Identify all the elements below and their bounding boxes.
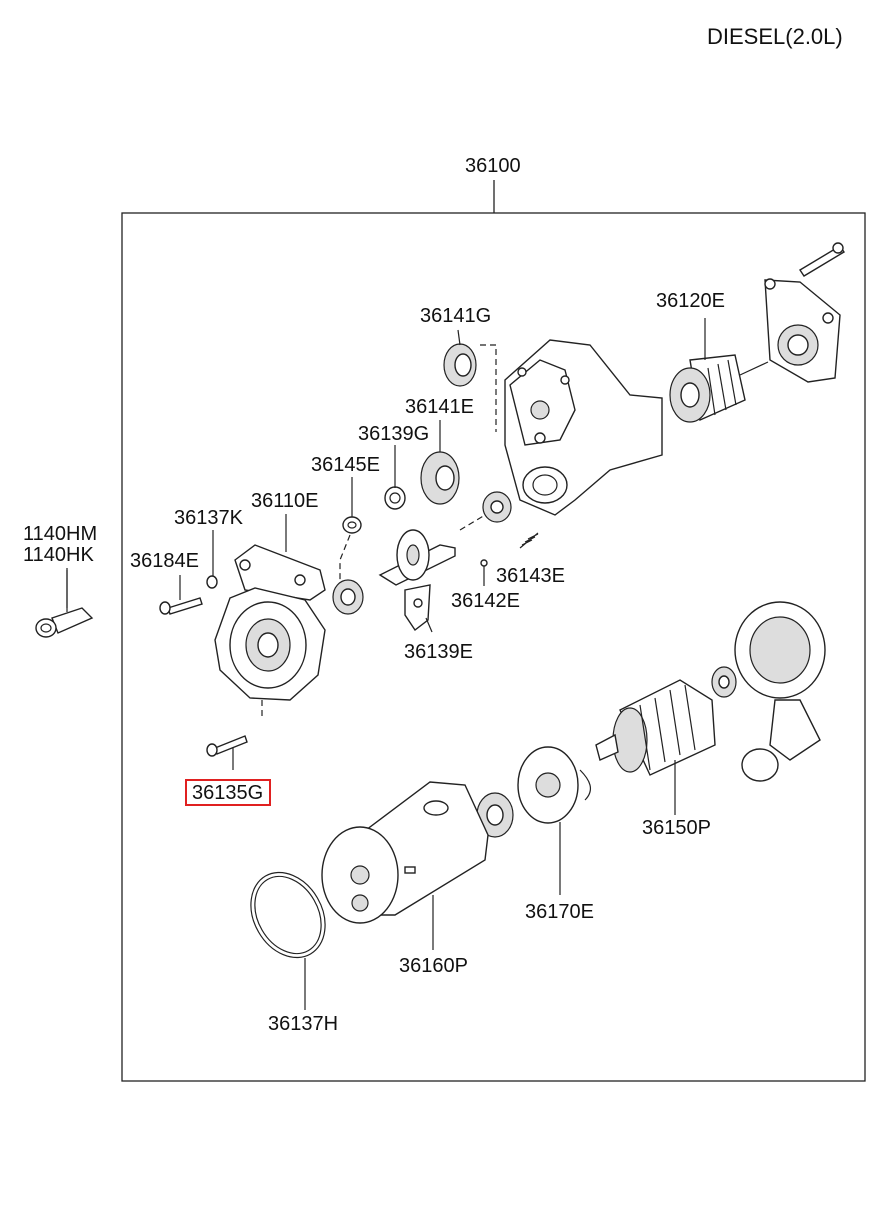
part-label-36137K[interactable]: 36137K xyxy=(174,507,243,529)
rear-bracket-drawing xyxy=(764,242,845,383)
bearing-upper-drawing xyxy=(459,491,512,531)
part-36150P-drawing xyxy=(595,666,737,776)
part-label-36160P[interactable]: 36160P xyxy=(399,955,468,977)
part-36143E-drawing xyxy=(480,532,539,567)
part-label-36143E[interactable]: 36143E xyxy=(496,565,565,587)
part-36120E-drawing xyxy=(669,354,769,423)
part-label-1140HK[interactable]: 1140HK xyxy=(23,544,94,566)
solenoid-housing-drawing xyxy=(504,339,663,516)
bearing-front-drawing xyxy=(332,579,364,615)
part-label-1140HM[interactable]: 1140HM xyxy=(23,523,98,545)
part-36145E-drawing xyxy=(339,516,362,580)
part-label-36170E[interactable]: 36170E xyxy=(525,901,594,923)
part-36141G-drawing xyxy=(443,343,497,432)
rear-cover-drawing xyxy=(734,601,826,782)
part-label-36137H[interactable]: 36137H xyxy=(268,1013,339,1035)
part-36110E-drawing xyxy=(214,544,326,720)
part-36139E-drawing xyxy=(378,529,456,632)
part-36135G-drawing xyxy=(206,735,248,757)
part-36170E-drawing xyxy=(517,746,592,824)
part-36137H-drawing xyxy=(250,871,326,959)
part-36141E-drawing xyxy=(420,451,460,505)
part-label-36110E[interactable]: 36110E xyxy=(251,490,319,512)
assembly-part-number[interactable]: 36100 xyxy=(465,155,521,177)
part-label-36120E[interactable]: 36120E xyxy=(656,290,725,312)
part-label-36141G[interactable]: 36141G xyxy=(420,305,492,327)
bolt-1140-drawing xyxy=(35,570,94,638)
leader-lines xyxy=(66,318,706,1010)
part-36184E-drawing xyxy=(159,575,218,615)
bearing-middle-drawing xyxy=(476,792,514,838)
part-label-36145E[interactable]: 36145E xyxy=(311,454,380,476)
part-36160P-drawing xyxy=(321,781,489,924)
part-label-36139E[interactable]: 36139E xyxy=(404,641,473,663)
part-label-36135G-highlighted[interactable]: 36135G xyxy=(185,779,272,806)
part-36139G-drawing xyxy=(384,486,406,510)
part-label-36184E[interactable]: 36184E xyxy=(130,550,199,572)
engine-label: DIESEL(2.0L) xyxy=(707,24,843,49)
part-label-36141E[interactable]: 36141E xyxy=(405,396,474,418)
part-label-36142E[interactable]: 36142E xyxy=(451,590,520,612)
part-label-36139G[interactable]: 36139G xyxy=(358,423,430,445)
part-label-36150P[interactable]: 36150P xyxy=(642,817,711,839)
